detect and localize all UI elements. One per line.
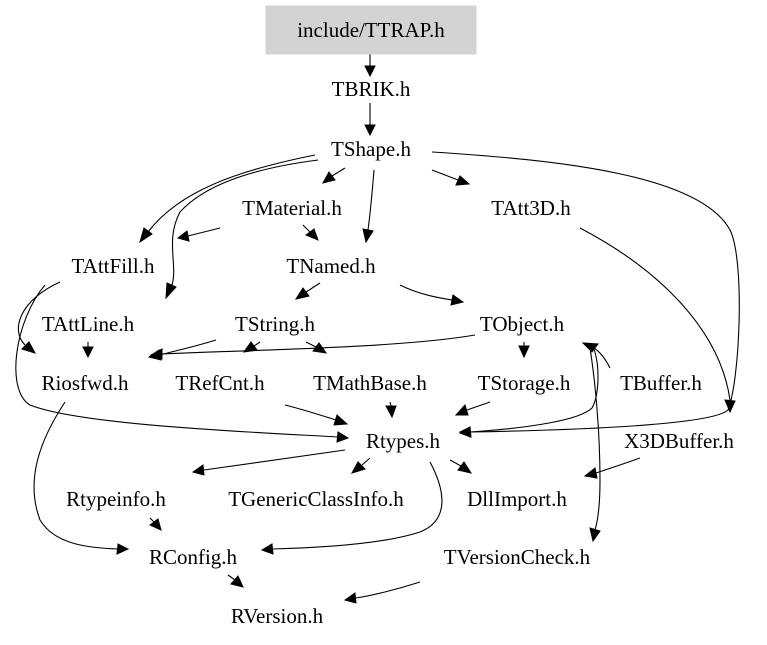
- edge-tobject-tstorage: [518, 342, 530, 359]
- node-tnamed[interactable]: TNamed.h: [286, 254, 376, 278]
- node-tstorage[interactable]: TStorage.h: [478, 371, 571, 395]
- node-tnamed-label: TNamed.h: [286, 254, 376, 278]
- node-tbrik[interactable]: TBRIK.h: [332, 77, 411, 101]
- graph-nodes: include/TTRAP.h TBRIK.h TShape.h TMateri…: [42, 5, 734, 628]
- edge-ttrap-tbrik: [364, 53, 376, 78]
- edge-rtypeinfo-rconfig: [149, 517, 162, 531]
- node-tatt3d[interactable]: TAtt3D.h: [491, 196, 571, 220]
- node-tattfill-label: TAttFill.h: [72, 254, 155, 278]
- node-tattline-label: TAttLine.h: [42, 312, 135, 336]
- node-tversioncheck[interactable]: TVersionCheck.h: [444, 545, 591, 569]
- node-trefcnt[interactable]: TRefCnt.h: [175, 371, 265, 395]
- node-tmaterial[interactable]: TMaterial.h: [242, 196, 342, 220]
- edge-x3dbuffer-dllimport: [583, 457, 641, 479]
- node-tstring-label: TString.h: [235, 312, 315, 336]
- node-rtypeinfo-label: Rtypeinfo.h: [66, 487, 166, 511]
- node-tattfill[interactable]: TAttFill.h: [72, 254, 155, 278]
- node-tstring[interactable]: TString.h: [235, 312, 315, 336]
- node-tbuffer-label: TBuffer.h: [620, 371, 702, 395]
- node-riosfwd-label: Riosfwd.h: [42, 371, 129, 395]
- edge-riosfwd-rconfig: [33, 401, 130, 555]
- node-tatt3d-label: TAtt3D.h: [491, 196, 571, 220]
- edge-rtypes-tgenericclassinfo: [350, 457, 371, 474]
- edge-tattline-riosfwd: [82, 342, 94, 359]
- edge-tattfill-rtypes: [15, 284, 350, 443]
- edge-tbrik-tshape: [364, 103, 376, 137]
- edge-trefcnt-rtypes: [284, 404, 349, 426]
- edge-tshape-tmaterial: [322, 167, 346, 184]
- edge-tatt3d-x3dbuffer: [579, 227, 736, 414]
- node-tobject[interactable]: TObject.h: [480, 312, 565, 336]
- node-ttrap-label: include/TTRAP.h: [297, 18, 445, 42]
- node-dllimport-label: DllImport.h: [467, 487, 567, 511]
- node-rversion-label: RVersion.h: [231, 604, 324, 628]
- node-tmaterial-label: TMaterial.h: [242, 196, 342, 220]
- node-rtypeinfo[interactable]: Rtypeinfo.h: [66, 487, 166, 511]
- node-tmathbase-label: TMathBase.h: [313, 371, 427, 395]
- node-tgenericclassinfo[interactable]: TGenericClassInfo.h: [228, 487, 404, 511]
- graph-edges: [15, 53, 740, 604]
- node-rtypes-label: Rtypes.h: [366, 429, 441, 453]
- node-tbrik-label: TBRIK.h: [332, 77, 411, 101]
- node-dllimport[interactable]: DllImport.h: [467, 487, 567, 511]
- edge-rtypes-dllimport: [449, 459, 473, 474]
- node-tshape[interactable]: TShape.h: [331, 137, 411, 161]
- node-x3dbuffer-label: X3DBuffer.h: [624, 429, 734, 453]
- node-rversion[interactable]: RVersion.h: [231, 604, 324, 628]
- node-tbuffer[interactable]: TBuffer.h: [620, 371, 702, 395]
- edge-tshape-tattfill: [139, 154, 316, 244]
- edge-tshape-tattline: [165, 159, 319, 300]
- edge-tobject-tversioncheck: [589, 347, 601, 543]
- edge-rconfig-rversion: [227, 574, 244, 588]
- edge-tshape-tatt3d: [431, 169, 471, 186]
- edge-tnamed-tobject: [399, 284, 465, 306]
- node-tgenericclassinfo-label: TGenericClassInfo.h: [228, 487, 404, 511]
- edge-tversioncheck-rversion: [343, 581, 421, 604]
- node-rconfig-label: RConfig.h: [149, 545, 238, 569]
- edge-tmathbase-rtypes: [385, 401, 397, 419]
- node-rtypes[interactable]: Rtypes.h: [366, 429, 441, 453]
- node-x3dbuffer[interactable]: X3DBuffer.h: [624, 429, 734, 453]
- edge-rtypes-rtypeinfo: [191, 449, 346, 476]
- node-tmathbase[interactable]: TMathBase.h: [313, 371, 427, 395]
- node-tstorage-label: TStorage.h: [478, 371, 571, 395]
- edge-tstorage-rtypes: [454, 401, 491, 416]
- node-trefcnt-label: TRefCnt.h: [175, 371, 265, 395]
- edge-tnamed-tstring: [294, 282, 321, 300]
- edge-tobject-rtypes: [458, 344, 599, 438]
- node-tshape-label: TShape.h: [331, 137, 411, 161]
- edge-rtypes-rconfig: [260, 461, 443, 555]
- node-ttrap[interactable]: include/TTRAP.h: [265, 5, 477, 55]
- edge-tattfill-riosfwd: [17, 281, 61, 354]
- node-rconfig[interactable]: RConfig.h: [149, 545, 238, 569]
- node-tattline[interactable]: TAttLine.h: [42, 312, 135, 336]
- node-riosfwd[interactable]: Riosfwd.h: [42, 371, 129, 395]
- edge-tmaterial-tnamed: [302, 224, 319, 241]
- node-tversioncheck-label: TVersionCheck.h: [444, 545, 591, 569]
- edge-tshape-tnamed: [362, 169, 375, 244]
- edge-tmaterial-tattfill: [176, 227, 221, 242]
- root-node-box: [265, 5, 477, 55]
- edge-tbuffer-tobject: [581, 342, 611, 369]
- edge-tobject-riosfwd: [149, 334, 476, 360]
- node-tobject-label: TObject.h: [480, 312, 565, 336]
